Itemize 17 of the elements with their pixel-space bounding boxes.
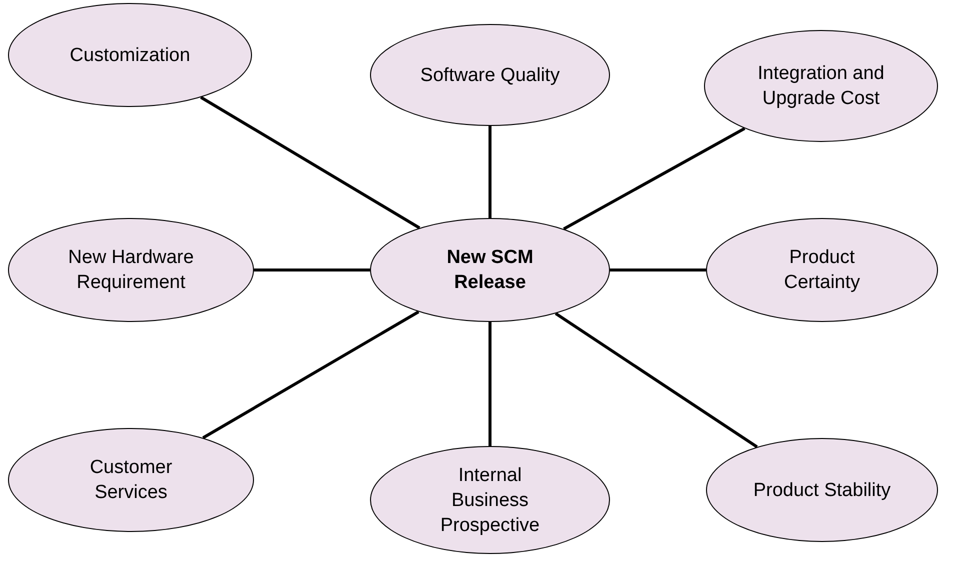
node-label: Software Quality: [420, 64, 560, 88]
connector-line: [554, 312, 758, 448]
connector-line: [488, 126, 492, 218]
node-label: Customer Services: [88, 456, 174, 505]
connector-line: [254, 268, 370, 272]
connector-line: [202, 310, 420, 440]
node-label: New Hardware Requirement: [67, 246, 195, 295]
node-label: Integration and Upgrade Cost: [756, 62, 886, 111]
connector-line: [563, 127, 746, 230]
node-label: New SCM Release: [446, 246, 534, 295]
connector-line: [610, 268, 706, 272]
node-label: Product Stability: [753, 478, 891, 502]
connector-line: [200, 96, 420, 230]
node-label: Internal Business Prospective: [439, 464, 541, 538]
node-label: Customization: [70, 44, 190, 68]
node-label: Product Certainty: [782, 246, 862, 295]
connector-line: [488, 322, 492, 446]
